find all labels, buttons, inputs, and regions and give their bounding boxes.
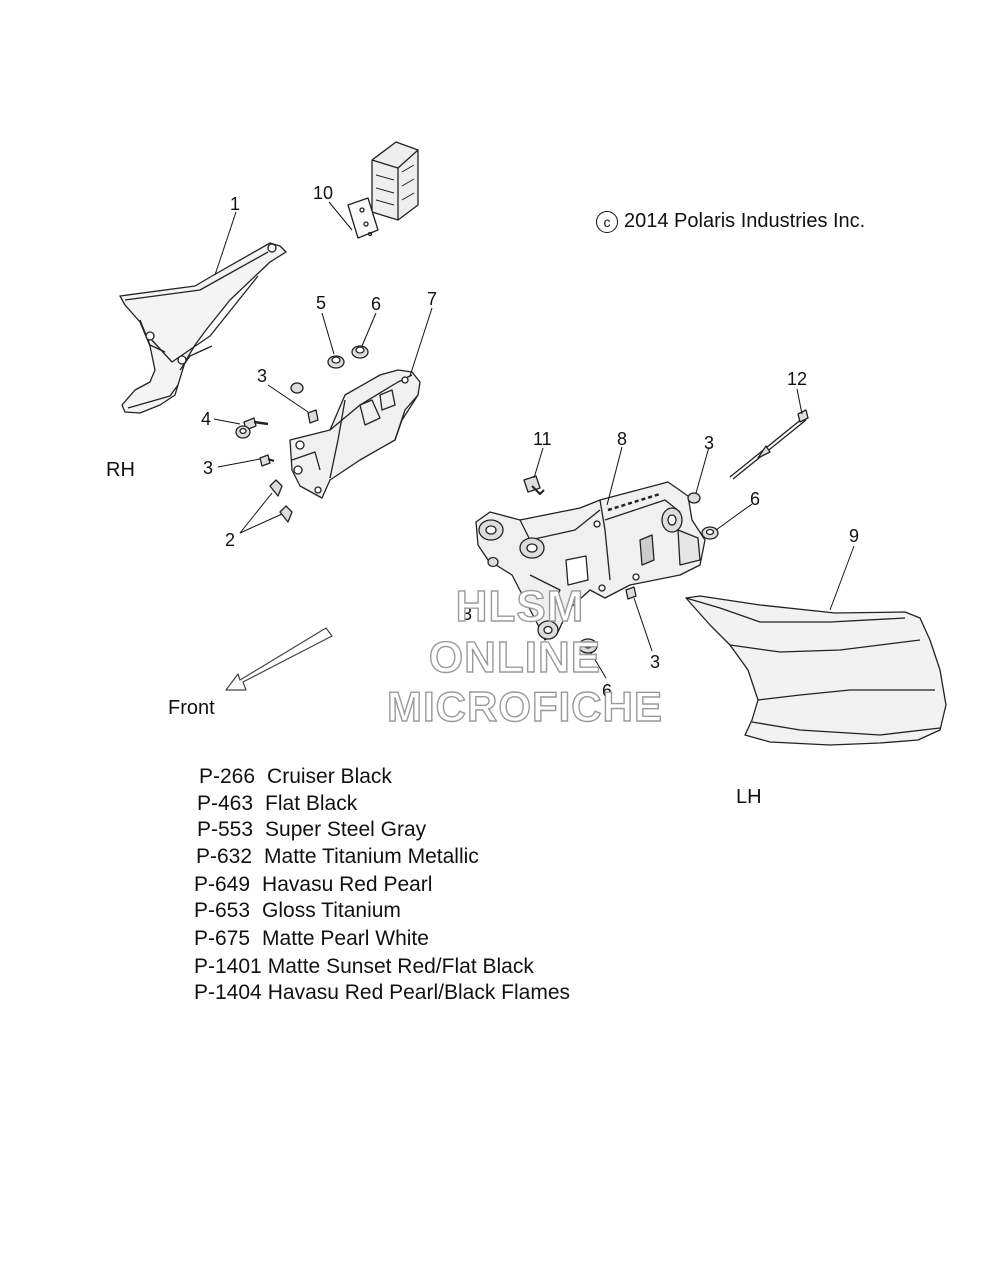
leader-12	[796, 388, 803, 415]
paint-code-row: P-266 Cruiser Black	[199, 765, 392, 789]
clip-part-2	[269, 479, 293, 523]
front-arrow-icon	[225, 627, 333, 691]
callout-3-lh-middle: 3	[462, 604, 473, 624]
paint-name: Super Steel Gray	[265, 818, 427, 841]
relay-bracket-part-10	[347, 141, 419, 239]
callout-10: 10	[313, 183, 334, 203]
callout-3-lh-upper: 3	[704, 433, 715, 453]
callout-1: 1	[230, 194, 241, 214]
bolt-part-11	[523, 475, 545, 495]
leader-6-lh	[715, 503, 753, 531]
paint-code: P-632	[196, 845, 253, 868]
leader-8	[606, 446, 623, 506]
callout-3-lh-lower: 3	[650, 652, 661, 672]
watermark-line-3: MICROFICHE	[386, 682, 663, 730]
paint-name: Havasu Red Pearl	[262, 873, 433, 896]
leader-5	[321, 312, 335, 355]
bolt-part-3-lh-lower	[625, 586, 637, 600]
copyright-symbol-icon: c	[596, 210, 618, 233]
paint-name: Cruiser Black	[267, 765, 392, 788]
leader-11	[533, 447, 544, 479]
callout-9: 9	[849, 526, 860, 546]
lh-bracket-part-8	[475, 481, 706, 641]
paint-code: P-1404	[194, 981, 262, 1004]
paint-name: Flat Black	[265, 792, 358, 815]
callout-6-lh: 6	[750, 489, 761, 509]
leader-3-lh-lower	[633, 597, 653, 652]
leader-1	[214, 211, 237, 276]
copyright-text: 2014 Polaris Industries Inc.	[624, 210, 866, 232]
leader-9	[829, 545, 855, 611]
callout-3-rh-upper: 3	[257, 366, 268, 386]
callout-8: 8	[617, 429, 628, 449]
leader-2b	[239, 513, 283, 534]
front-direction-label: Front	[168, 697, 215, 719]
rh-bracket-part-7	[289, 369, 421, 499]
callout-2: 2	[225, 530, 236, 550]
leader-10	[328, 201, 353, 231]
callout-5: 5	[316, 293, 327, 313]
paint-name: Havasu Red Pearl/Black Flames	[267, 981, 571, 1004]
paint-name: Gloss Titanium	[262, 899, 401, 922]
paint-code: P-653	[194, 899, 251, 922]
callout-4: 4	[201, 409, 212, 429]
paint-code-row: P-653 Gloss Titanium	[194, 899, 401, 923]
paint-code-row: P-463 Flat Black	[197, 792, 357, 816]
leader-3-rh-lower	[217, 458, 261, 468]
leader-6-rh	[361, 312, 377, 347]
paint-name: Matte Titanium Metallic	[264, 845, 479, 868]
paint-code: P-266	[199, 765, 256, 788]
leader-6-lh-lower	[590, 652, 607, 679]
callout-6-lh-lower: 6	[602, 681, 613, 701]
paint-code: P-553	[197, 818, 254, 841]
callout-7: 7	[427, 289, 438, 309]
leader-3-rh-upper	[267, 384, 309, 413]
paint-code-row: P-675 Matte Pearl White	[194, 927, 429, 951]
nut-part-3-lh-upper	[687, 492, 701, 504]
bolt-part-3-rh-lower	[259, 454, 275, 467]
paint-code-row: P-632 Matte Titanium Metallic	[196, 845, 479, 869]
callout-12: 12	[787, 369, 808, 389]
leader-7	[409, 307, 433, 377]
copyright-notice: c 2014 Polaris Industries Inc.	[596, 210, 865, 233]
bolt-part-3-rh-upper	[290, 382, 319, 424]
callout-3-rh-lower: 3	[203, 458, 214, 478]
callout-6-rh: 6	[371, 294, 382, 314]
callout-11: 11	[533, 429, 552, 449]
washer-part-6-rh	[351, 345, 369, 359]
watermark-line-2: ONLINE	[428, 632, 602, 682]
paint-name: Matte Sunset Red/Flat Black	[267, 955, 534, 978]
cable-tie-part-12	[729, 409, 809, 480]
lh-side-cover-part-9	[685, 595, 947, 746]
paint-code: P-1401	[194, 955, 262, 978]
paint-code-row: P-649 Havasu Red Pearl	[194, 873, 432, 897]
paint-code: P-649	[194, 873, 251, 896]
nut-part-5	[327, 355, 345, 369]
leader-4	[213, 418, 241, 425]
paint-code: P-463	[197, 792, 254, 815]
washer-part-6-lh-lower	[578, 638, 598, 654]
rh-side-label: RH	[106, 459, 135, 481]
nut-part-3-lh-middle	[487, 556, 499, 568]
leader-3-lh-upper	[695, 446, 710, 494]
bolt-part-4	[235, 417, 269, 439]
watermark-line-1: HLSM	[455, 581, 585, 631]
paint-code-row: P-553 Super Steel Gray	[197, 818, 426, 842]
paint-name: Matte Pearl White	[262, 927, 429, 950]
paint-code: P-675	[194, 927, 251, 950]
washer-part-6-lh-upper	[701, 526, 719, 540]
leader-2a	[239, 492, 273, 534]
leader-lines	[213, 201, 855, 679]
lh-side-label: LH	[736, 786, 762, 808]
rh-side-cover-part-1	[119, 242, 287, 414]
